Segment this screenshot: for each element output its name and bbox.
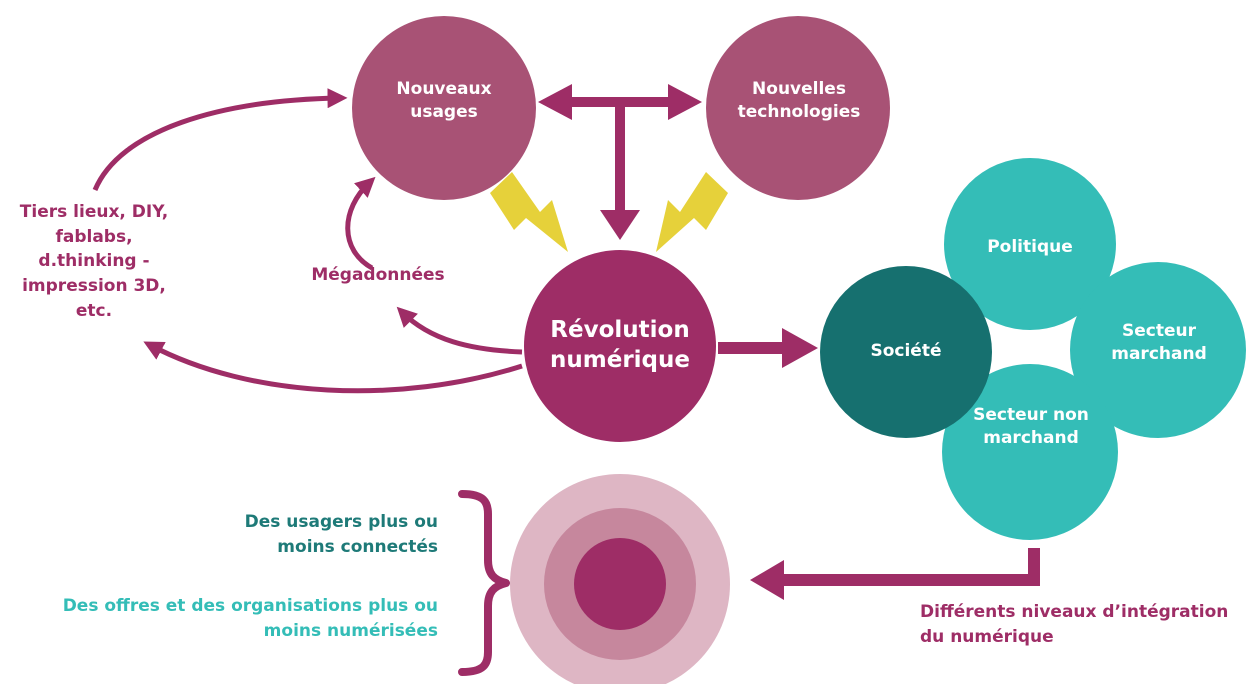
label-nouveaux-usages: Nouveaux usages xyxy=(396,79,492,122)
arrow-cluster-to-target xyxy=(780,548,1040,586)
node-nouvelles-technologies-circle xyxy=(706,16,890,200)
label-megadonnees: Mégadonnées xyxy=(311,265,445,285)
label-revolution: Révolution numérique xyxy=(550,317,690,373)
node-nouveaux-usages-circle xyxy=(352,16,536,200)
label-tiers-lieux: Tiers lieux, DIY, fablabs, d.thinking - … xyxy=(19,202,169,321)
curly-brace xyxy=(458,490,510,676)
arrow-revolution-to-societe-head xyxy=(782,328,818,368)
arrow-mega-to-usages xyxy=(345,176,376,271)
arrow-tiers-to-usages xyxy=(92,88,348,191)
lightning-bolt-right xyxy=(656,172,728,252)
lightning-bolt-left xyxy=(490,172,568,252)
double-arrow-head-left xyxy=(538,84,572,120)
label-secteur-non-marchand: Secteur non marchand xyxy=(973,405,1089,448)
node-secteur-marchand-circle xyxy=(1070,262,1246,438)
target-inner-ring xyxy=(574,538,666,630)
arrow-revolution-to-tiers xyxy=(143,341,523,394)
label-offres: Des offres et des organisations plus ou … xyxy=(62,596,438,641)
label-secteur-marchand: Secteur marchand xyxy=(1111,321,1207,364)
node-politique-circle xyxy=(944,158,1116,330)
label-societe: Société xyxy=(870,341,942,361)
down-arrow-head xyxy=(600,210,640,240)
double-arrow-head-right xyxy=(668,84,702,120)
arrow-revolution-to-mega xyxy=(396,306,523,355)
arrow-cluster-to-target-head xyxy=(750,560,784,600)
label-politique: Politique xyxy=(987,237,1073,257)
node-societe-circle xyxy=(820,266,992,438)
node-secteur-non-marchand-circle xyxy=(942,364,1118,540)
label-usagers: Des usagers plus ou moins connectés xyxy=(244,512,438,557)
label-niveaux: Différents niveaux d’intégration du numé… xyxy=(920,602,1229,647)
node-revolution-circle xyxy=(524,250,716,442)
label-nouvelles-technologies: Nouvelles technologies xyxy=(737,79,861,122)
